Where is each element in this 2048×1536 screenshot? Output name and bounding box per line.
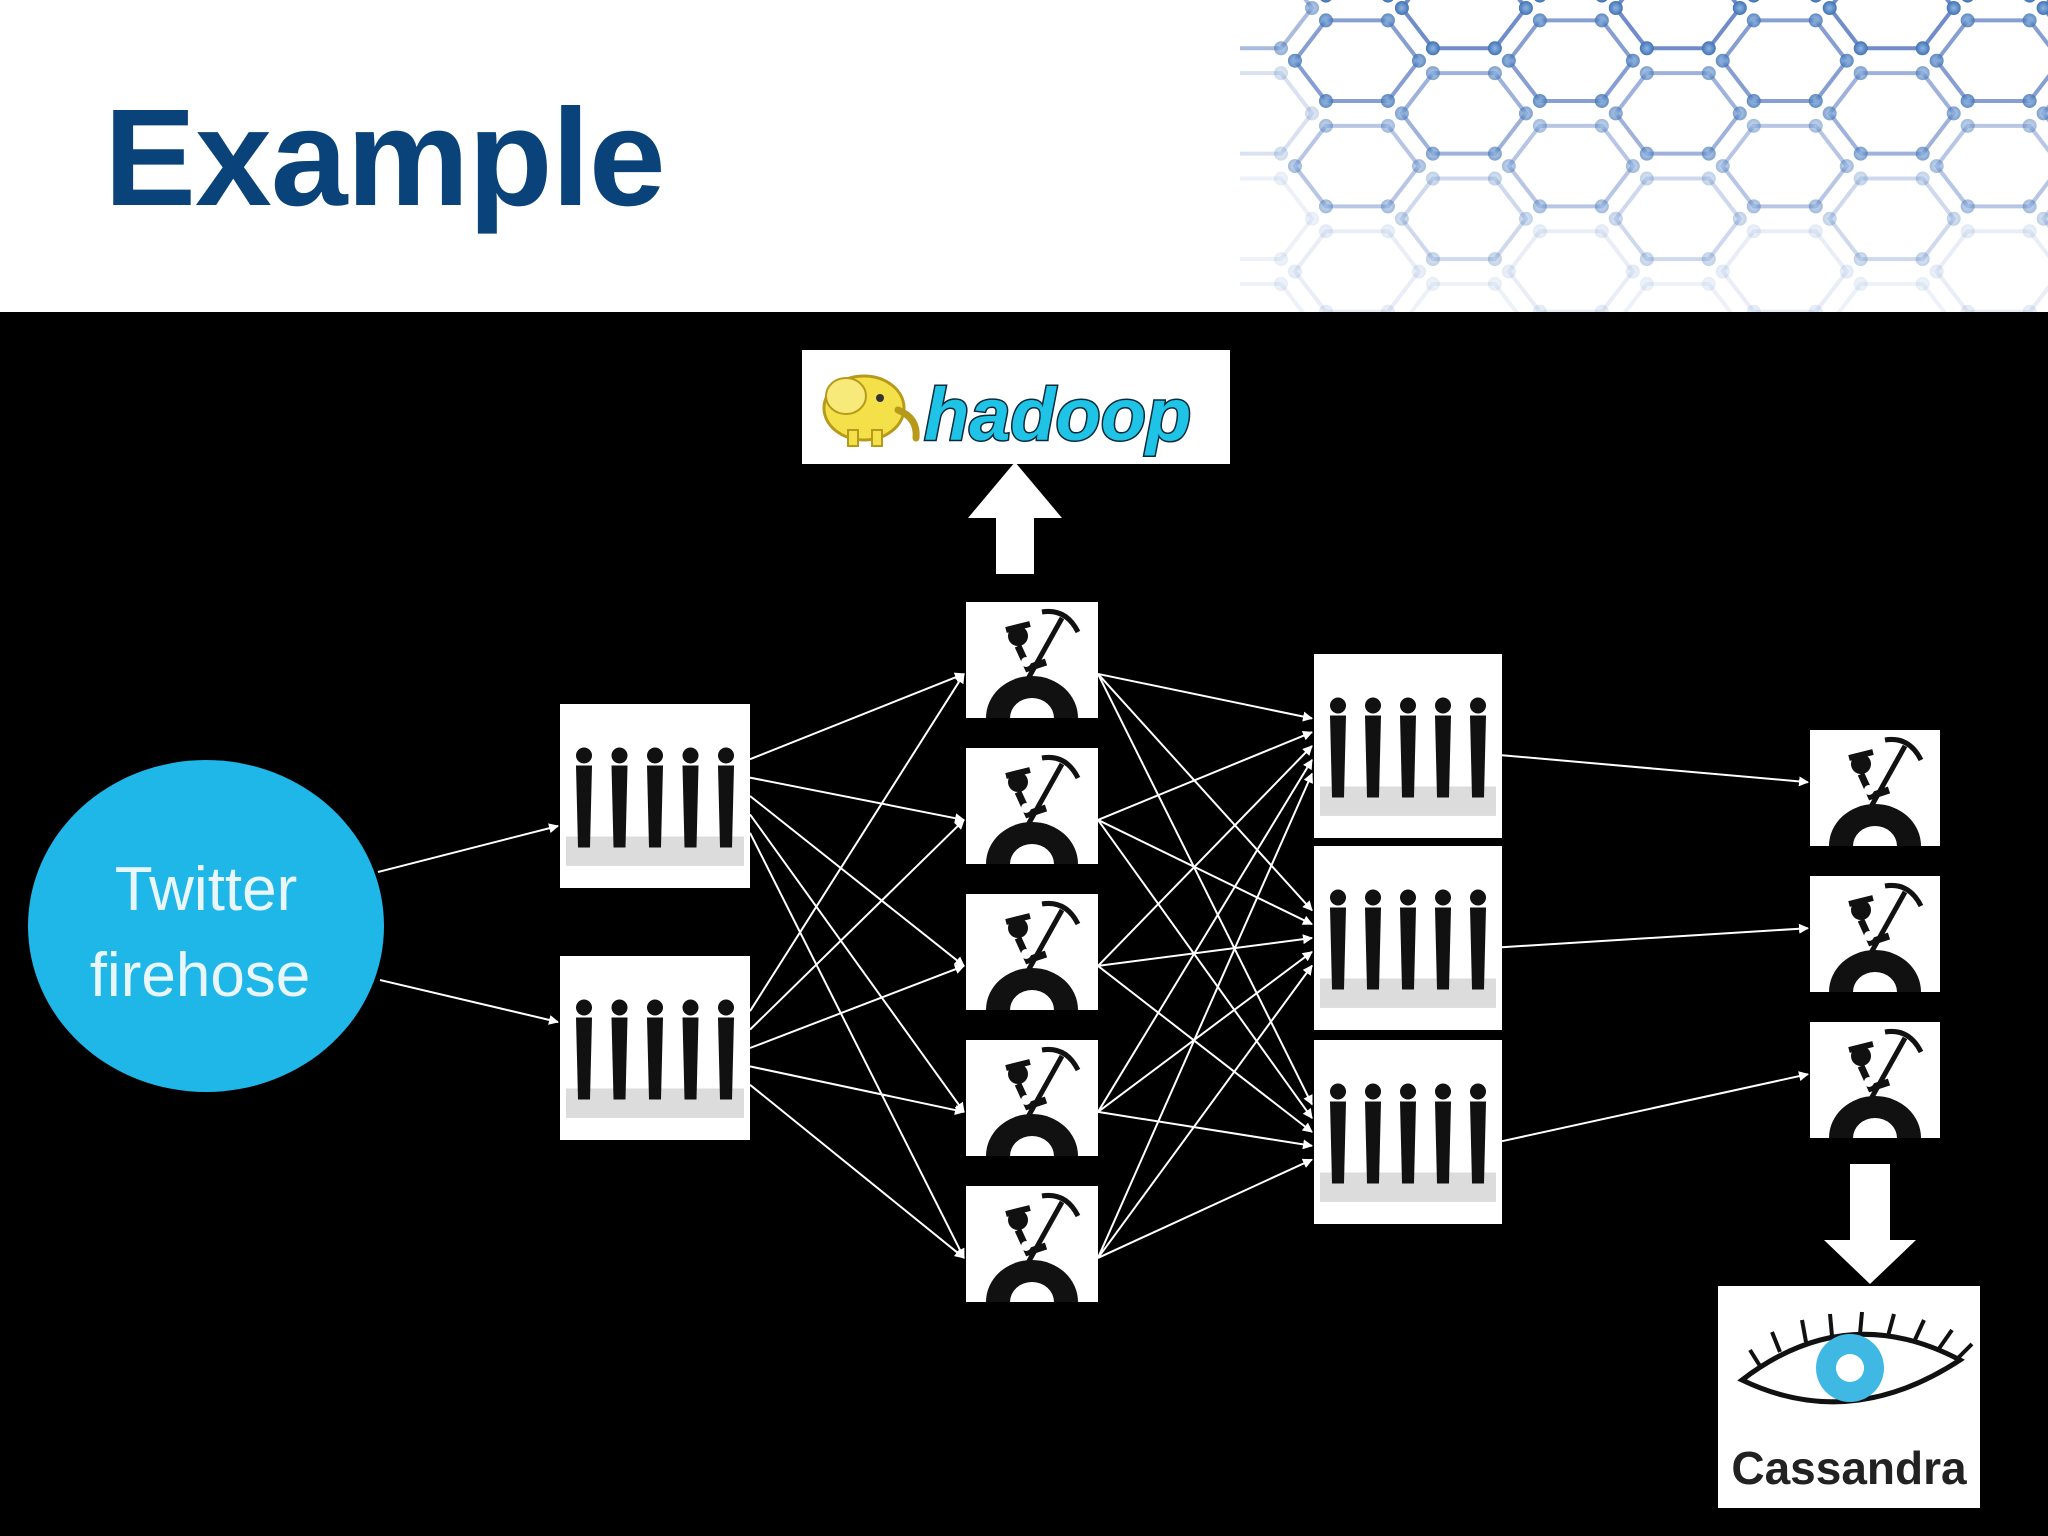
spout-group-node[interactable] [1314,654,1502,838]
hadoop-elephant-icon [822,374,920,447]
cassandra-logo: Cassandra [1718,1286,1980,1508]
edge-arrow [1097,1110,1313,1150]
arrow-down-to-cassandra [1824,1164,1916,1284]
bolt-node[interactable] [966,1040,1098,1156]
people-silhouette-icon [1320,889,1496,1008]
edge-arrow [1097,1158,1313,1259]
edge-arrow [1097,673,1313,912]
cassandra-wordmark: Cassandra [1731,1442,1967,1494]
edge-arrow [1097,819,1313,926]
edge-arrow [1097,772,1313,1259]
edge-arrow [1097,934,1313,967]
edge-arrow [1097,964,1313,1259]
source-label-line1: Twitter [115,855,298,924]
miner-pickaxe-icon [986,608,1081,718]
hadoop-logo: hadoop [802,350,1230,464]
edge-arrow [749,832,965,1259]
slide-header: Example [0,0,2048,312]
bolt-node[interactable] [966,602,1098,718]
edge-arrow [1097,730,1313,821]
spout-group-node[interactable] [560,956,750,1140]
spout-group-node[interactable] [1314,846,1502,1030]
edge-arrow [1097,965,1313,1133]
arrow-up-to-hadoop [968,462,1062,574]
edge-arrow [749,819,965,1031]
edge-arrow [1097,819,1313,1120]
edge-arrow [1501,1071,1809,1143]
edge-layer [377,672,1809,1259]
hadoop-wordmark: hadoop [924,373,1191,456]
edge-arrow [1097,745,1313,967]
edge-arrow [1097,950,1313,1113]
miner-pickaxe-icon [986,1192,1081,1302]
people-silhouette-icon [566,747,744,866]
edge-arrow [749,964,965,1049]
bolt-node[interactable] [966,1186,1098,1302]
molecule-network-decoration [1240,0,2048,312]
edge-arrow [749,672,965,761]
edge-arrow [377,823,559,873]
cassandra-eye-icon [1737,1311,1974,1405]
miner-pickaxe-icon [986,754,1081,864]
slide-title: Example [104,81,666,235]
bolt-node[interactable] [966,894,1098,1010]
bolt-node[interactable] [966,748,1098,864]
miner-pickaxe-icon [1829,1028,1924,1138]
edge-arrow [749,795,965,967]
edge-arrow [379,979,559,1025]
edge-arrow [749,1065,965,1115]
source-label-line2: firehose [90,941,311,1010]
bolt-node[interactable] [1810,730,1940,846]
edge-arrow [1097,673,1313,1106]
miner-pickaxe-icon [1829,882,1924,992]
edge-arrow [749,673,965,1012]
edge-arrow [1501,923,1809,949]
spout-group-node[interactable] [560,704,750,888]
people-silhouette-icon [1320,1083,1496,1202]
people-silhouette-icon [566,999,744,1118]
miner-pickaxe-icon [986,900,1081,1010]
edge-arrow [749,813,965,1113]
spout-group-node[interactable] [1314,1040,1502,1224]
miner-pickaxe-icon [986,1046,1081,1156]
node-layer [560,602,1940,1302]
bolt-node[interactable] [1810,876,1940,992]
twitter-firehose-node[interactable]: Twitter firehose [28,760,384,1092]
edge-arrow [1097,758,1313,1113]
edge-arrow [1097,672,1313,722]
edge-arrow [1501,754,1809,787]
people-silhouette-icon [1320,697,1496,816]
bolt-node[interactable] [1810,1022,1940,1138]
miner-pickaxe-icon [1829,736,1924,846]
edge-arrow [749,1084,965,1259]
edge-arrow [749,776,965,824]
